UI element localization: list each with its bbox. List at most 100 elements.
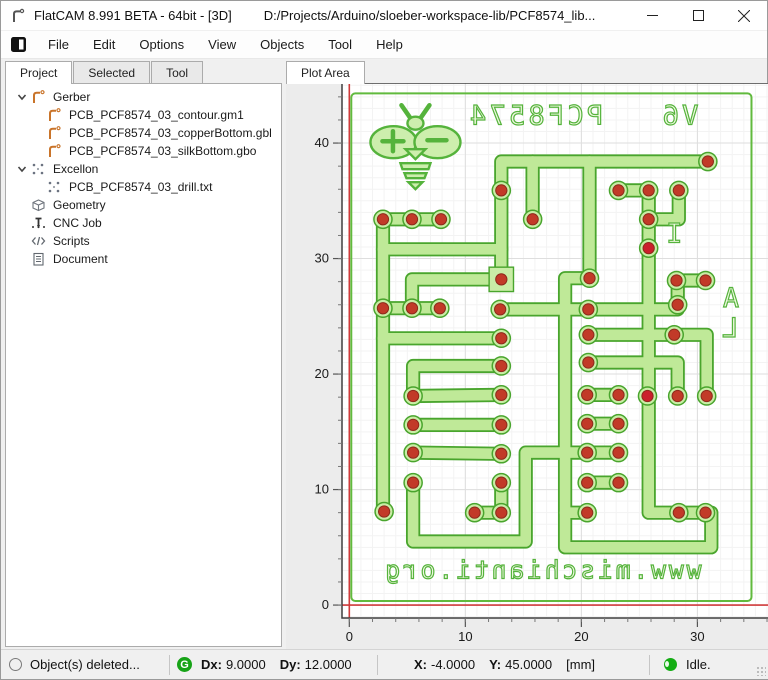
- panel-toggle-icon[interactable]: [11, 37, 26, 52]
- svg-text:I: I: [666, 218, 682, 249]
- window-controls: [629, 1, 767, 30]
- tree-item-label: PCB_PCF8574_03_contour.gm1: [69, 108, 244, 122]
- project-tree: Gerber PCB_PCF8574_03_contour.gm1 PCB_PC…: [6, 84, 281, 268]
- menu-help[interactable]: Help: [376, 37, 403, 52]
- status-message-section: Object(s) deleted...: [1, 655, 169, 675]
- gerber-file-icon: [49, 144, 61, 157]
- tree-item-document[interactable]: Document: [6, 250, 281, 268]
- tree-item-gerber-file[interactable]: PCB_PCF8574_03_contour.gm1: [6, 106, 281, 124]
- tree-item-excellon[interactable]: Excellon: [6, 160, 281, 178]
- svg-text:30: 30: [690, 629, 704, 644]
- svg-text:20: 20: [315, 366, 329, 381]
- close-button[interactable]: [721, 1, 767, 30]
- tree-item-label: Geometry: [53, 198, 106, 212]
- maximize-icon: [692, 10, 704, 21]
- status-message: Object(s) deleted...: [30, 657, 140, 672]
- excellon-file-icon: [48, 181, 60, 193]
- close-icon: [738, 9, 750, 22]
- status-separator: [649, 654, 650, 675]
- status-delta-section: G Dx: 9.0000 Dy: 12.0000: [170, 655, 377, 675]
- status-position-section: X: -4.0000 Y: 45.0000 [mm]: [378, 655, 649, 675]
- window-title-path: D:/Projects/Arduino/sloeber-workspace-li…: [263, 8, 596, 23]
- menu-edit[interactable]: Edit: [92, 37, 116, 52]
- left-tab-bar: Project Selected Tool: [5, 61, 204, 84]
- tree-item-cnc-job[interactable]: CNC Job: [6, 214, 281, 232]
- menu-file[interactable]: File: [48, 37, 69, 52]
- minimize-icon: [646, 15, 658, 16]
- svg-text:20: 20: [574, 629, 588, 644]
- resize-grip-icon[interactable]: [756, 666, 766, 676]
- window-title: FlatCAM 8.991 BETA - 64bit - [3D]: [34, 8, 232, 23]
- menu-objects[interactable]: Objects: [260, 37, 305, 52]
- tree-item-label: Scripts: [53, 234, 90, 248]
- maximize-button[interactable]: [675, 1, 721, 30]
- tree-item-geometry[interactable]: Geometry: [6, 196, 281, 214]
- svg-text:40: 40: [315, 135, 329, 150]
- status-state-section: Idle.: [650, 655, 711, 675]
- status-separator: [169, 654, 170, 675]
- menu-view[interactable]: View: [208, 37, 237, 52]
- x-label: X:: [414, 657, 427, 672]
- svg-text:L: L: [722, 313, 738, 344]
- svg-text:10: 10: [315, 482, 329, 497]
- svg-text:10: 10: [458, 629, 472, 644]
- svg-text:A: A: [723, 283, 739, 314]
- dy-label: Dy:: [279, 657, 301, 672]
- tree-item-gerber[interactable]: Gerber: [6, 88, 281, 106]
- gerber-file-icon: [49, 126, 61, 139]
- tree-item-excellon-file[interactable]: PCB_PCF8574_03_drill.txt: [6, 178, 281, 196]
- svg-text:30: 30: [315, 251, 329, 266]
- chevron-down-icon[interactable]: [14, 161, 30, 177]
- tree-item-label: Excellon: [53, 162, 99, 176]
- menu-tool[interactable]: Tool: [328, 37, 353, 52]
- tree-item-label: PCB_PCF8574_03_copperBottom.gbl: [69, 126, 272, 140]
- menu-options[interactable]: Options: [139, 37, 185, 52]
- menu-bar: File Edit Options View Objects Tool Help: [1, 31, 767, 59]
- minimize-button[interactable]: [629, 1, 675, 30]
- dx-label: Dx:: [201, 657, 222, 672]
- tab-plot-area[interactable]: Plot Area: [286, 61, 365, 84]
- status-message-icon: [9, 658, 22, 671]
- tree-item-label: PCB_PCF8574_03_drill.txt: [69, 180, 213, 194]
- tab-selected[interactable]: Selected: [73, 61, 151, 84]
- excellon-icon: [32, 163, 44, 175]
- scripts-icon: [31, 236, 46, 246]
- status-bar: Object(s) deleted... G Dx: 9.0000 Dy: 12…: [1, 649, 768, 679]
- tree-item-scripts[interactable]: Scripts: [6, 232, 281, 250]
- plot-tab-bar: Plot Area: [286, 61, 366, 84]
- units-label: [mm]: [566, 657, 596, 672]
- status-separator: [377, 654, 378, 675]
- tab-project[interactable]: Project: [5, 61, 73, 84]
- grid-snap-badge: G: [177, 657, 192, 672]
- dy-value: 12.0000: [304, 657, 352, 672]
- flatcam-app-icon: [13, 8, 25, 22]
- y-label: Y:: [489, 657, 502, 672]
- chevron-down-icon[interactable]: [14, 89, 30, 105]
- gerber-icon: [33, 90, 45, 103]
- x-value: -4.0000: [431, 657, 476, 672]
- idle-status-icon: [664, 658, 677, 671]
- svg-text:www.mischianti.org: www.mischianti.org: [382, 555, 701, 584]
- gerber-file-icon: [49, 108, 61, 121]
- tree-item-label: Gerber: [53, 90, 91, 104]
- title-bar: FlatCAM 8.991 BETA - 64bit - [3D] D:/Pro…: [1, 1, 767, 31]
- geometry-icon: [32, 199, 45, 212]
- svg-text:PCF8574: PCF8574: [467, 101, 604, 132]
- svg-text:V6: V6: [659, 101, 698, 132]
- tree-item-label: CNC Job: [53, 216, 102, 230]
- tree-item-label: PCB_PCF8574_03_silkBottom.gbo: [69, 144, 257, 158]
- tree-item-gerber-file[interactable]: PCB_PCF8574_03_copperBottom.gbl: [6, 124, 281, 142]
- cnc-job-icon: [32, 217, 45, 229]
- svg-text:0: 0: [322, 597, 329, 612]
- y-value: 45.0000: [505, 657, 553, 672]
- dx-value: 9.0000: [225, 657, 266, 672]
- svg-text:0: 0: [346, 629, 353, 644]
- project-tree-panel: Gerber PCB_PCF8574_03_contour.gm1 PCB_PC…: [5, 83, 282, 647]
- state-text: Idle.: [686, 657, 711, 672]
- tree-item-gerber-file[interactable]: PCB_PCF8574_03_silkBottom.gbo: [6, 142, 281, 160]
- tree-item-label: Document: [53, 252, 108, 266]
- tab-tool[interactable]: Tool: [151, 61, 204, 84]
- document-icon: [33, 252, 44, 266]
